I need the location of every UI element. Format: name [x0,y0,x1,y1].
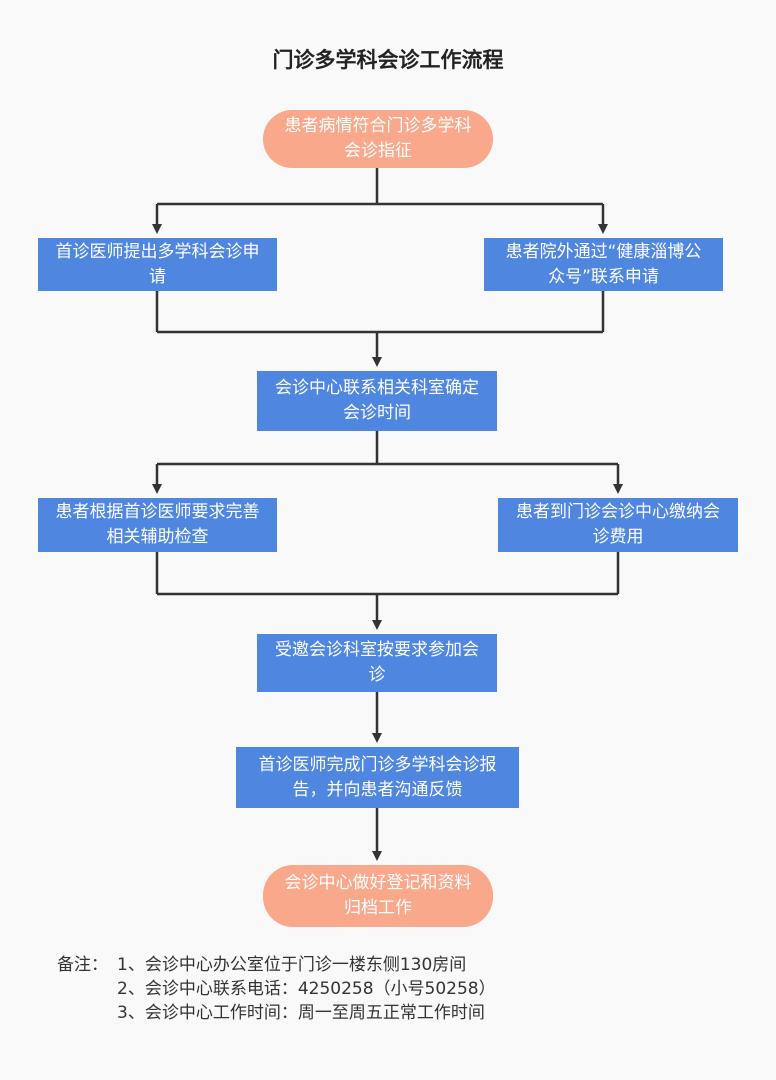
pay-fee-node: 患者到门诊会诊中心缴纳会诊费用 [498,498,738,552]
notes-label: 备注： [57,955,108,975]
connector-center-split [157,431,618,466]
note-item: 2、会诊中心联系电话：4250258（小号50258） [117,979,496,999]
aux-exam-label: 患者根据首诊医师要求完善相关辅助检查 [55,502,260,547]
center-contact-node: 会诊中心联系相关科室确定会诊时间 [257,371,497,431]
end-node-label: 会诊中心做好登记和资料归档工作 [284,873,472,918]
apply-wechat-label: 患者院外通过“健康淄博公众号”联系申请 [505,241,702,287]
note-row: 备注： 1、会诊中心办公室位于门诊一楼东侧130房间 [57,953,496,977]
note-item: 3、会诊中心工作时间：周一至周五正常工作时间 [117,1003,485,1023]
apply-doctor-node: 首诊医师提出多学科会诊申请 [38,238,277,291]
pay-fee-label: 患者到门诊会诊中心缴纳会诊费用 [516,502,720,547]
apply-doctor-label: 首诊医师提出多学科会诊申请 [55,241,260,287]
notes: 备注： 1、会诊中心办公室位于门诊一楼东侧130房间 2、会诊中心联系电话：42… [57,953,496,1025]
report-label: 首诊医师完成门诊多学科会诊报告，并向患者沟通反馈 [258,754,497,800]
report-node: 首诊医师完成门诊多学科会诊报告，并向患者沟通反馈 [236,747,519,808]
flowchart-title: 门诊多学科会诊工作流程 [272,48,504,72]
note-item: 1、会诊中心办公室位于门诊一楼东侧130房间 [117,955,467,975]
aux-exam-node: 患者根据首诊医师要求完善相关辅助检查 [38,498,277,552]
connector-start-split [157,168,603,206]
end-node: 会诊中心做好登记和资料归档工作 [263,865,493,927]
connector-merge-2 [155,552,620,596]
note-row: 3、会诊中心工作时间：周一至周五正常工作时间 [57,1001,496,1025]
center-contact-label: 会诊中心联系相关科室确定会诊时间 [275,378,479,423]
apply-wechat-node: 患者院外通过“健康淄博公众号”联系申请 [484,238,723,291]
connector-merge-1 [155,291,605,334]
start-node-label: 患者病情符合门诊多学科会诊指征 [284,116,472,161]
invited-dept-node: 受邀会诊科室按要求参加会诊 [257,634,497,692]
start-node: 患者病情符合门诊多学科会诊指征 [263,110,493,168]
invited-dept-label: 受邀会诊科室按要求参加会诊 [275,640,479,685]
note-row: 2、会诊中心联系电话：4250258（小号50258） [57,977,496,1001]
